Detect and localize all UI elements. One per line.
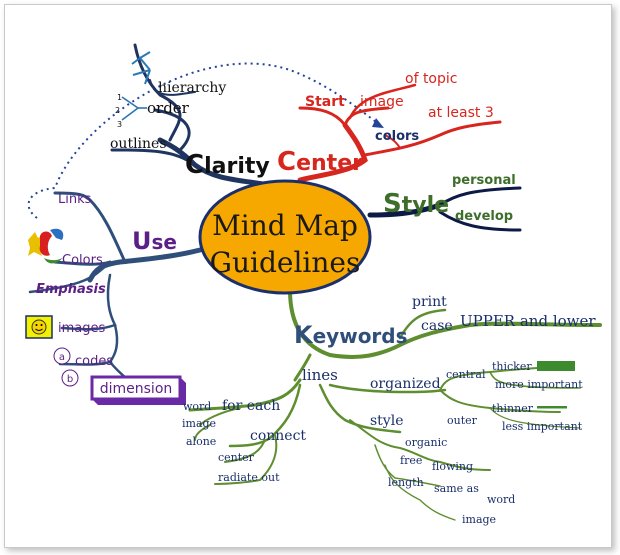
clarity-label: Clarity <box>185 150 270 180</box>
title-line1: Mind Map <box>212 209 358 242</box>
clarity-branch-lines <box>110 43 273 188</box>
use-images: images <box>58 321 105 336</box>
clarity-outlines: outlines <box>110 136 167 152</box>
keywords-alone: alone <box>186 435 216 448</box>
code-b-circle <box>61 369 79 387</box>
keywords-more-important: more important <box>495 378 583 391</box>
style-develop: develop <box>455 209 513 224</box>
keywords-case: case <box>421 318 453 334</box>
links-dotted-connector <box>27 62 381 219</box>
keywords-outer: outer <box>447 414 478 427</box>
title-line2: Guidelines <box>210 246 361 279</box>
thinner-line-swatch <box>537 406 567 409</box>
keywords-flowing: flowing <box>432 460 473 473</box>
use-codes: codes <box>75 354 113 369</box>
keywords-branch-lines <box>188 288 602 521</box>
code-a-circle <box>53 347 71 365</box>
order-num-1: 1 <box>117 93 122 102</box>
use-code-b: b <box>67 374 73 385</box>
keywords-thicker: thicker <box>492 360 532 373</box>
center-colors: colors <box>375 129 419 144</box>
keywords-upper-lower: UPPER and lower <box>460 312 596 330</box>
keywords-central: central <box>446 368 486 381</box>
use-code-a: a <box>59 352 65 363</box>
use-emphasis: Emphasis <box>36 282 106 297</box>
keywords-connect: connect <box>250 428 306 444</box>
keywords-radiate-out: radiate out <box>218 471 280 484</box>
use-label: Use <box>132 227 177 255</box>
use-links: Links <box>58 192 92 207</box>
links-arrowhead <box>372 118 384 128</box>
keywords-print: print <box>412 294 447 310</box>
clarity-order: order <box>147 99 190 117</box>
style-branch-lines <box>367 186 522 232</box>
keywords-word: word <box>183 400 211 413</box>
use-colors: Colors <box>62 253 103 268</box>
keywords-less-important: less important <box>502 420 583 433</box>
keywords-lines: lines <box>302 366 338 384</box>
keywords-label: Keywords <box>294 321 408 349</box>
images-smiley-icon <box>25 315 53 339</box>
keywords-same-as: same as <box>434 482 479 495</box>
keywords-free: free <box>400 454 422 467</box>
center-start: Start <box>305 94 345 110</box>
keywords-center: center <box>218 451 255 464</box>
keywords-image2: image <box>462 513 496 526</box>
center-image: image <box>360 94 404 110</box>
keywords-length: length <box>388 476 424 489</box>
center-label: Center <box>277 147 363 177</box>
center-of-topic: of topic <box>405 71 457 87</box>
center-branch-lines <box>297 83 502 183</box>
keywords-organized: organized <box>370 376 441 392</box>
keywords-thinner: thinner <box>492 402 534 415</box>
keywords-image: image <box>182 417 216 430</box>
center-at-least-3: at least 3 <box>428 105 494 121</box>
hierarchy-tree-icon <box>131 51 151 85</box>
use-dimension: dimension <box>100 381 173 397</box>
keywords-for-each: for each <box>222 398 280 414</box>
style-personal: personal <box>452 173 516 188</box>
use-branch-lines <box>28 191 203 397</box>
order-num-3: 3 <box>117 120 122 129</box>
keywords-organic: organic <box>405 436 447 449</box>
order-num-2: 2 <box>115 106 120 115</box>
keywords-word2: word <box>487 493 515 506</box>
thicker-line-swatch <box>537 361 575 371</box>
keywords-style: style <box>370 413 403 429</box>
style-label: Style <box>383 189 449 219</box>
clarity-hierarchy: hierarchy <box>158 80 226 96</box>
colors-splash-icon <box>28 228 64 264</box>
order-numbered-icon <box>121 96 147 121</box>
central-topic-ellipse <box>198 179 372 295</box>
dimension-box <box>90 375 186 405</box>
